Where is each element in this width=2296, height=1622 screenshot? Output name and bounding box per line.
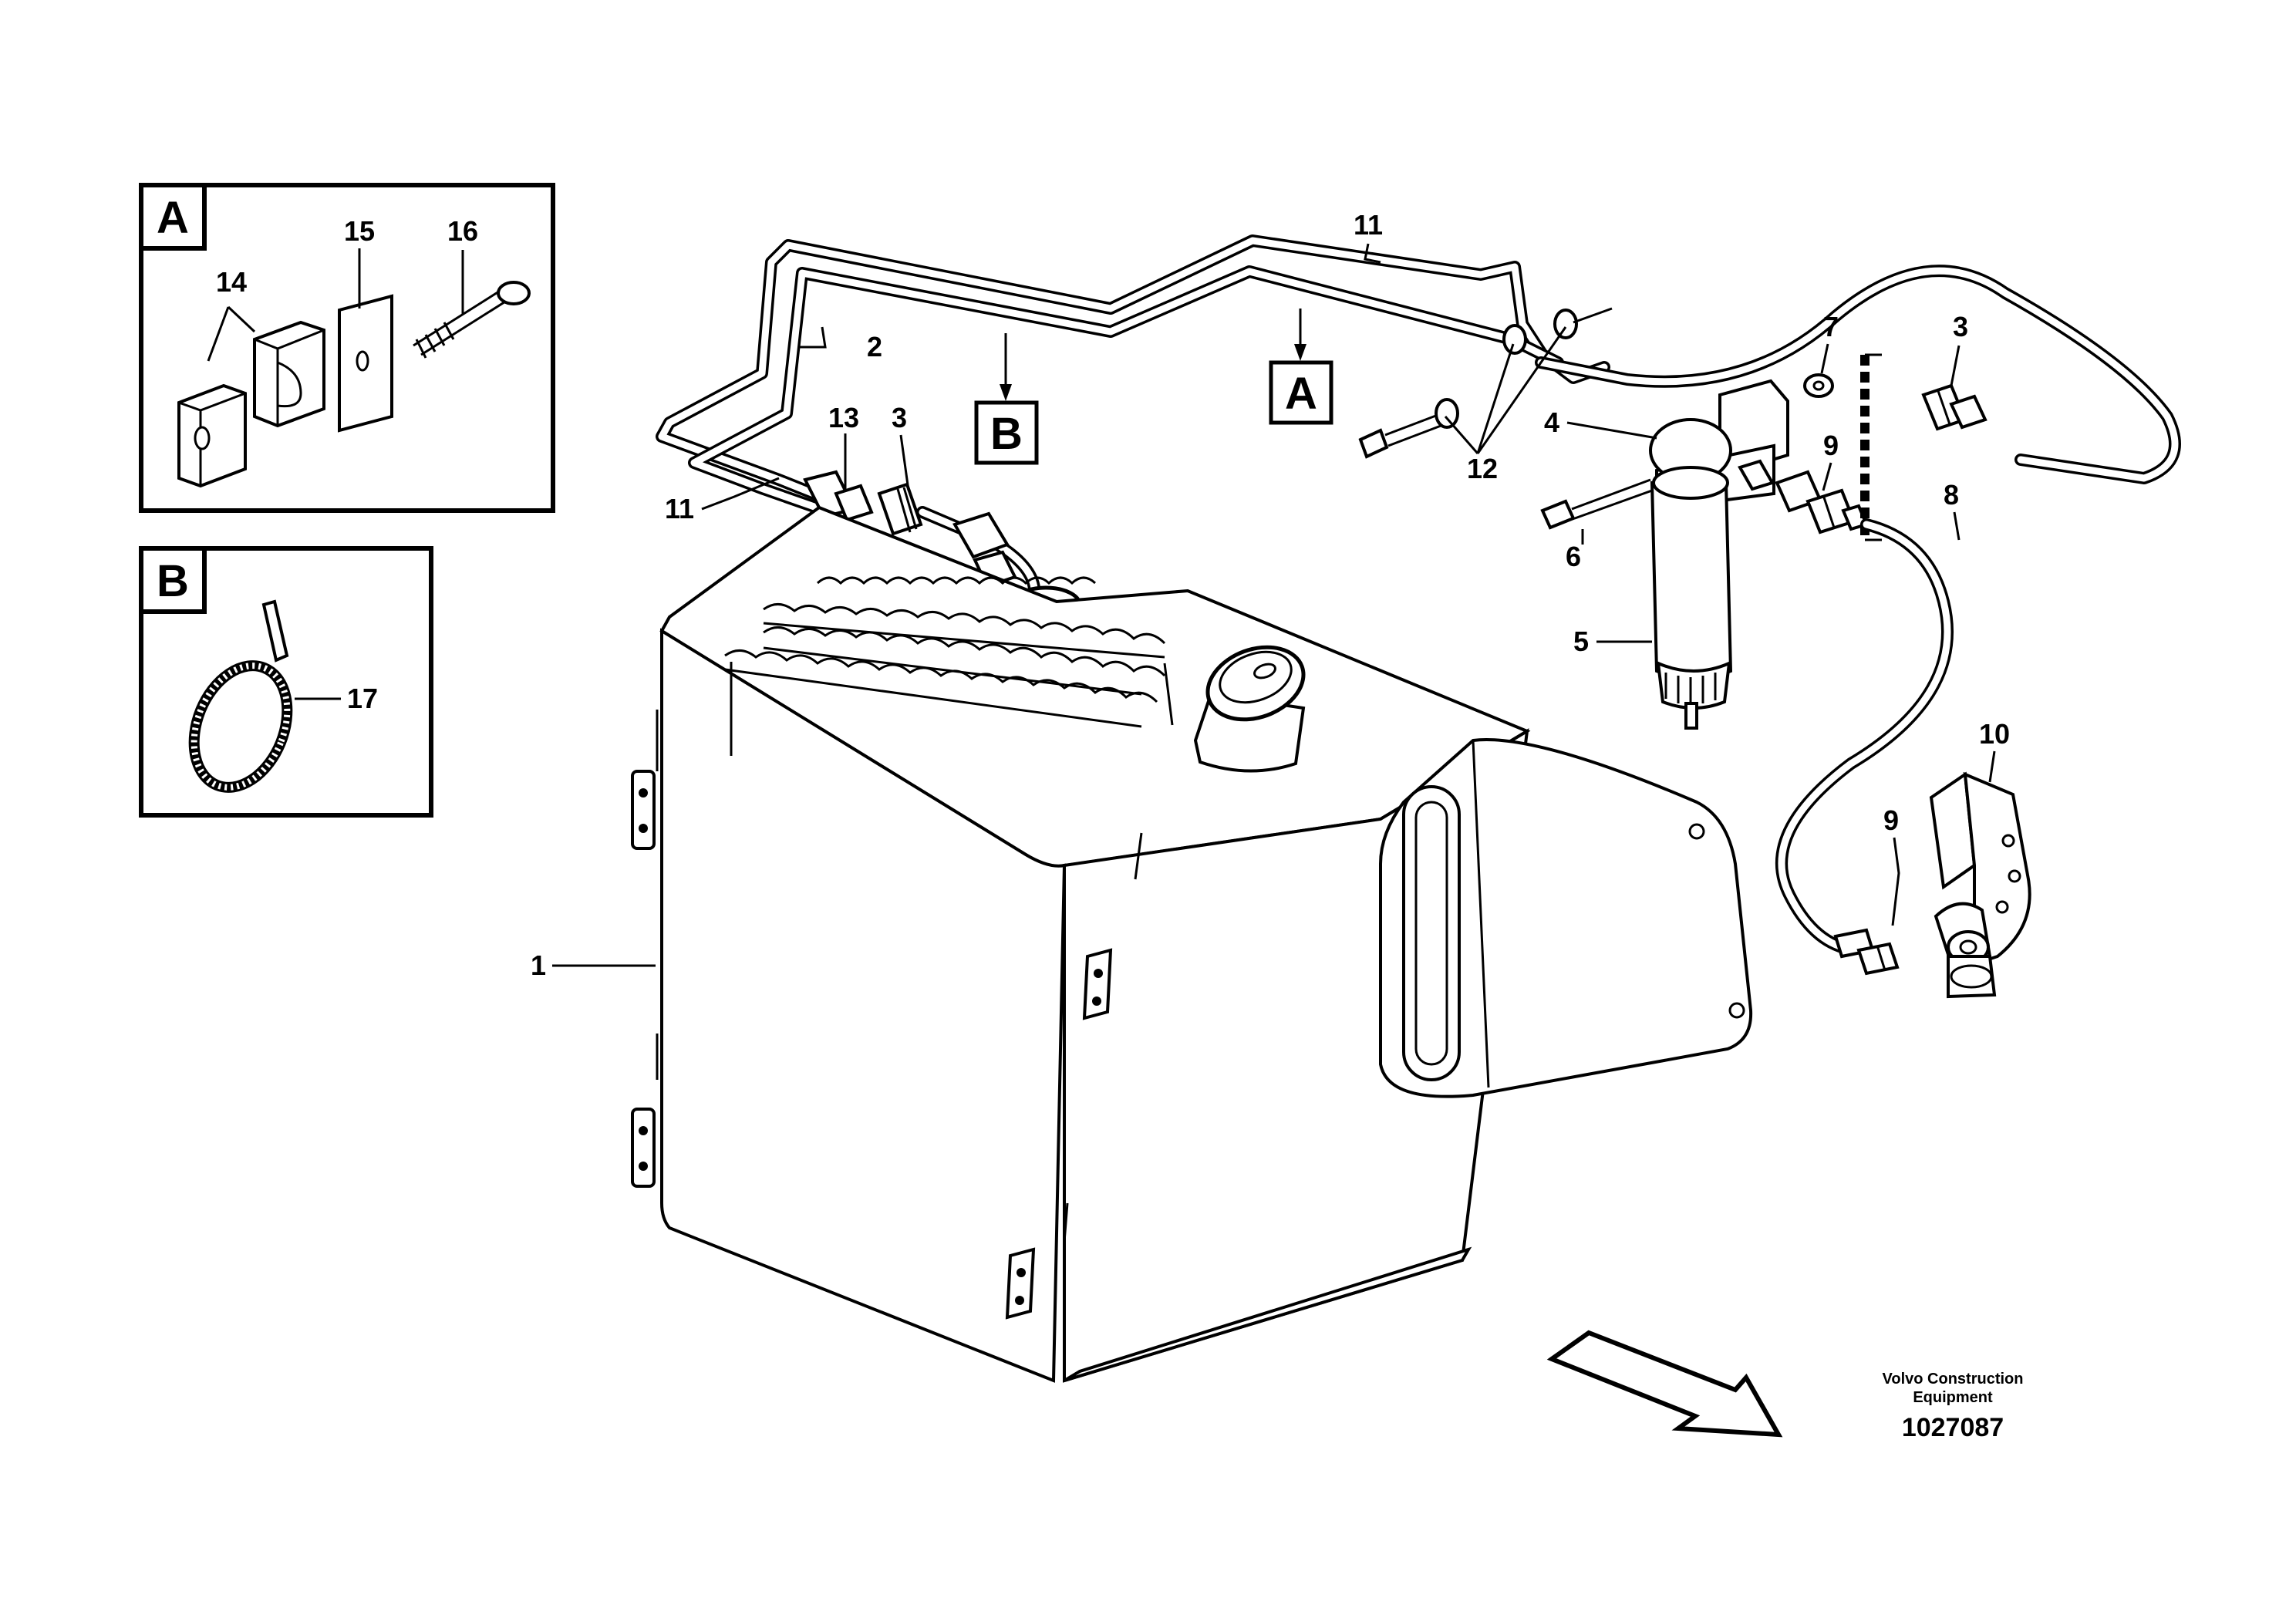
callout-4: 4 bbox=[1544, 406, 1559, 438]
callout-9-lower: 9 bbox=[1883, 804, 1899, 836]
fuel-cap bbox=[1193, 645, 1306, 773]
callout-5: 5 bbox=[1573, 626, 1589, 657]
fuel-lines bbox=[656, 234, 2181, 517]
credit-line-2: Equipment bbox=[1913, 1389, 1993, 1406]
callout-leaders bbox=[552, 243, 1996, 967]
view-marker-b-letter: B bbox=[990, 409, 1023, 459]
view-marker-a-letter: A bbox=[1285, 369, 1317, 419]
callout-14: 14 bbox=[216, 266, 247, 298]
callout-11-left: 11 bbox=[665, 493, 694, 524]
credit-line-1: Volvo Construction bbox=[1883, 1371, 2024, 1388]
callout-8: 8 bbox=[1944, 479, 1959, 511]
tank-bracket bbox=[1379, 738, 1753, 1098]
callout-16: 16 bbox=[447, 215, 478, 247]
detail-box-b-letter: B bbox=[157, 556, 189, 606]
fuel-filter bbox=[1649, 379, 1789, 730]
callout-11-top: 11 bbox=[1354, 209, 1383, 241]
callout-12: 12 bbox=[1467, 453, 1498, 484]
detail-box-a-letter: A bbox=[157, 193, 189, 243]
drawing-number: 1027087 bbox=[1902, 1413, 2004, 1442]
callout-3-right: 3 bbox=[1953, 311, 1968, 342]
callout-9-upper: 9 bbox=[1823, 430, 1839, 461]
callout-17: 17 bbox=[347, 683, 378, 714]
bolt-6 bbox=[1540, 478, 1653, 530]
callout-15: 15 bbox=[344, 215, 375, 247]
clamp-halves bbox=[177, 320, 325, 488]
callout-1: 1 bbox=[531, 949, 546, 981]
detail-box-a: A 14 15 16 bbox=[139, 183, 555, 513]
fitting-9-filter bbox=[1775, 470, 1869, 534]
callout-7: 7 bbox=[1823, 311, 1839, 342]
fuel-tank bbox=[631, 505, 1753, 1383]
bolt bbox=[413, 281, 531, 359]
primer-pump bbox=[1929, 771, 2031, 999]
bolt-12-assembly bbox=[1358, 307, 1613, 459]
detail-box-b: B 17 bbox=[139, 546, 433, 818]
view-marker-a: A bbox=[1269, 309, 1333, 425]
view-marker-b: B bbox=[974, 333, 1039, 465]
fitting-3-right bbox=[1921, 383, 1988, 431]
line-8 bbox=[1775, 518, 1954, 955]
callout-3-left: 3 bbox=[892, 402, 907, 433]
callout-2: 2 bbox=[867, 331, 882, 363]
cable-tie bbox=[188, 599, 293, 793]
fitting-9-pump bbox=[1833, 928, 1900, 976]
callout-6: 6 bbox=[1566, 541, 1581, 572]
callout-13: 13 bbox=[828, 402, 859, 433]
forward-direction-arrow bbox=[1546, 1330, 1783, 1438]
callout-10: 10 bbox=[1979, 718, 2010, 750]
